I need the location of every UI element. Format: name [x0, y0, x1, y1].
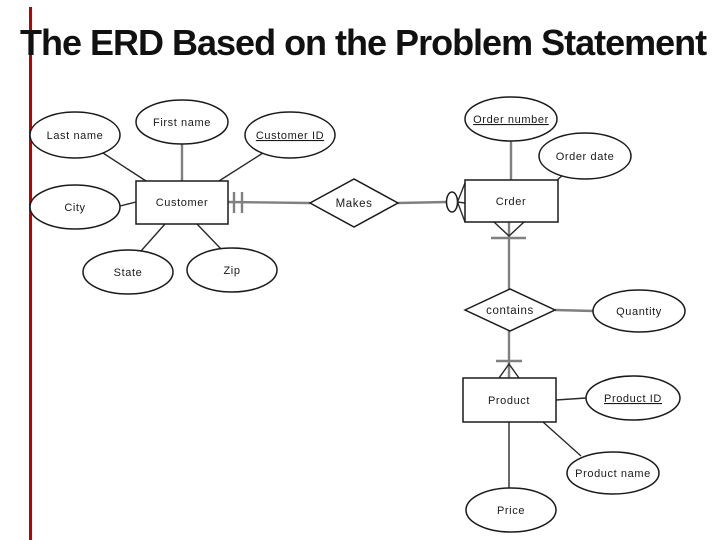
- connector-customer-id: [218, 152, 264, 182]
- entity-order: Crder: [464, 179, 559, 223]
- attribute-product-name: Product name: [566, 451, 660, 495]
- attribute-city-label: City: [64, 202, 85, 214]
- attribute-order-number-label: Order number: [473, 114, 549, 126]
- attribute-price-label: Price: [497, 505, 525, 517]
- attribute-customer-id: Customer ID: [244, 111, 336, 159]
- entity-order-label: Crder: [496, 196, 527, 208]
- connector-product-name: [542, 421, 582, 457]
- attribute-state: State: [82, 249, 174, 295]
- entity-product: Product: [462, 377, 557, 423]
- relationship-makes: Makes: [308, 178, 400, 228]
- connector-product-id: [555, 397, 587, 401]
- attribute-zip-label: Zip: [223, 265, 240, 277]
- attribute-quantity-label: Quantity: [616, 306, 662, 318]
- relationship-contains-label: contains: [486, 305, 534, 317]
- attribute-first-name: First name: [135, 99, 229, 145]
- crow-foot-icon: [498, 362, 520, 379]
- attribute-zip: Zip: [186, 247, 278, 293]
- connector-state: [140, 223, 166, 252]
- page-title: The ERD Based on the Problem Statement: [20, 22, 707, 63]
- attribute-product-id-label: Product ID: [604, 393, 662, 405]
- relationship-contains: contains: [463, 288, 557, 332]
- attribute-city: City: [29, 184, 121, 230]
- attribute-order-date: Order date: [538, 132, 632, 180]
- attribute-order-date-label: Order date: [556, 151, 615, 163]
- attribute-customer-id-label: Customer ID: [256, 130, 324, 142]
- zero-circle-icon: [445, 191, 459, 213]
- entity-customer: Customer: [135, 180, 229, 225]
- connector-last-name: [102, 152, 147, 182]
- entity-customer-label: Customer: [156, 197, 208, 209]
- relationship-makes-label: Makes: [336, 198, 373, 210]
- attribute-last-name: Last name: [29, 111, 121, 159]
- crow-foot-icon: [493, 221, 525, 237]
- line-contains-quantity: [554, 308, 595, 313]
- attribute-state-label: State: [114, 267, 143, 279]
- red-accent-bar: [29, 7, 32, 540]
- line-makes-order: [397, 200, 448, 205]
- attribute-first-name-label: First name: [153, 117, 211, 129]
- connector-city: [119, 201, 137, 207]
- attribute-quantity: Quantity: [592, 289, 686, 333]
- connector-zip: [196, 223, 222, 250]
- attribute-product-id: Product ID: [585, 375, 681, 421]
- attribute-price: Price: [465, 487, 557, 533]
- attribute-last-name-label: Last name: [47, 130, 104, 142]
- attribute-order-number: Order number: [464, 96, 558, 142]
- line-customer-makes: [227, 200, 311, 205]
- crow-foot-icon: [456, 182, 466, 223]
- attribute-product-name-label: Product name: [575, 468, 651, 480]
- entity-product-label: Product: [488, 395, 530, 407]
